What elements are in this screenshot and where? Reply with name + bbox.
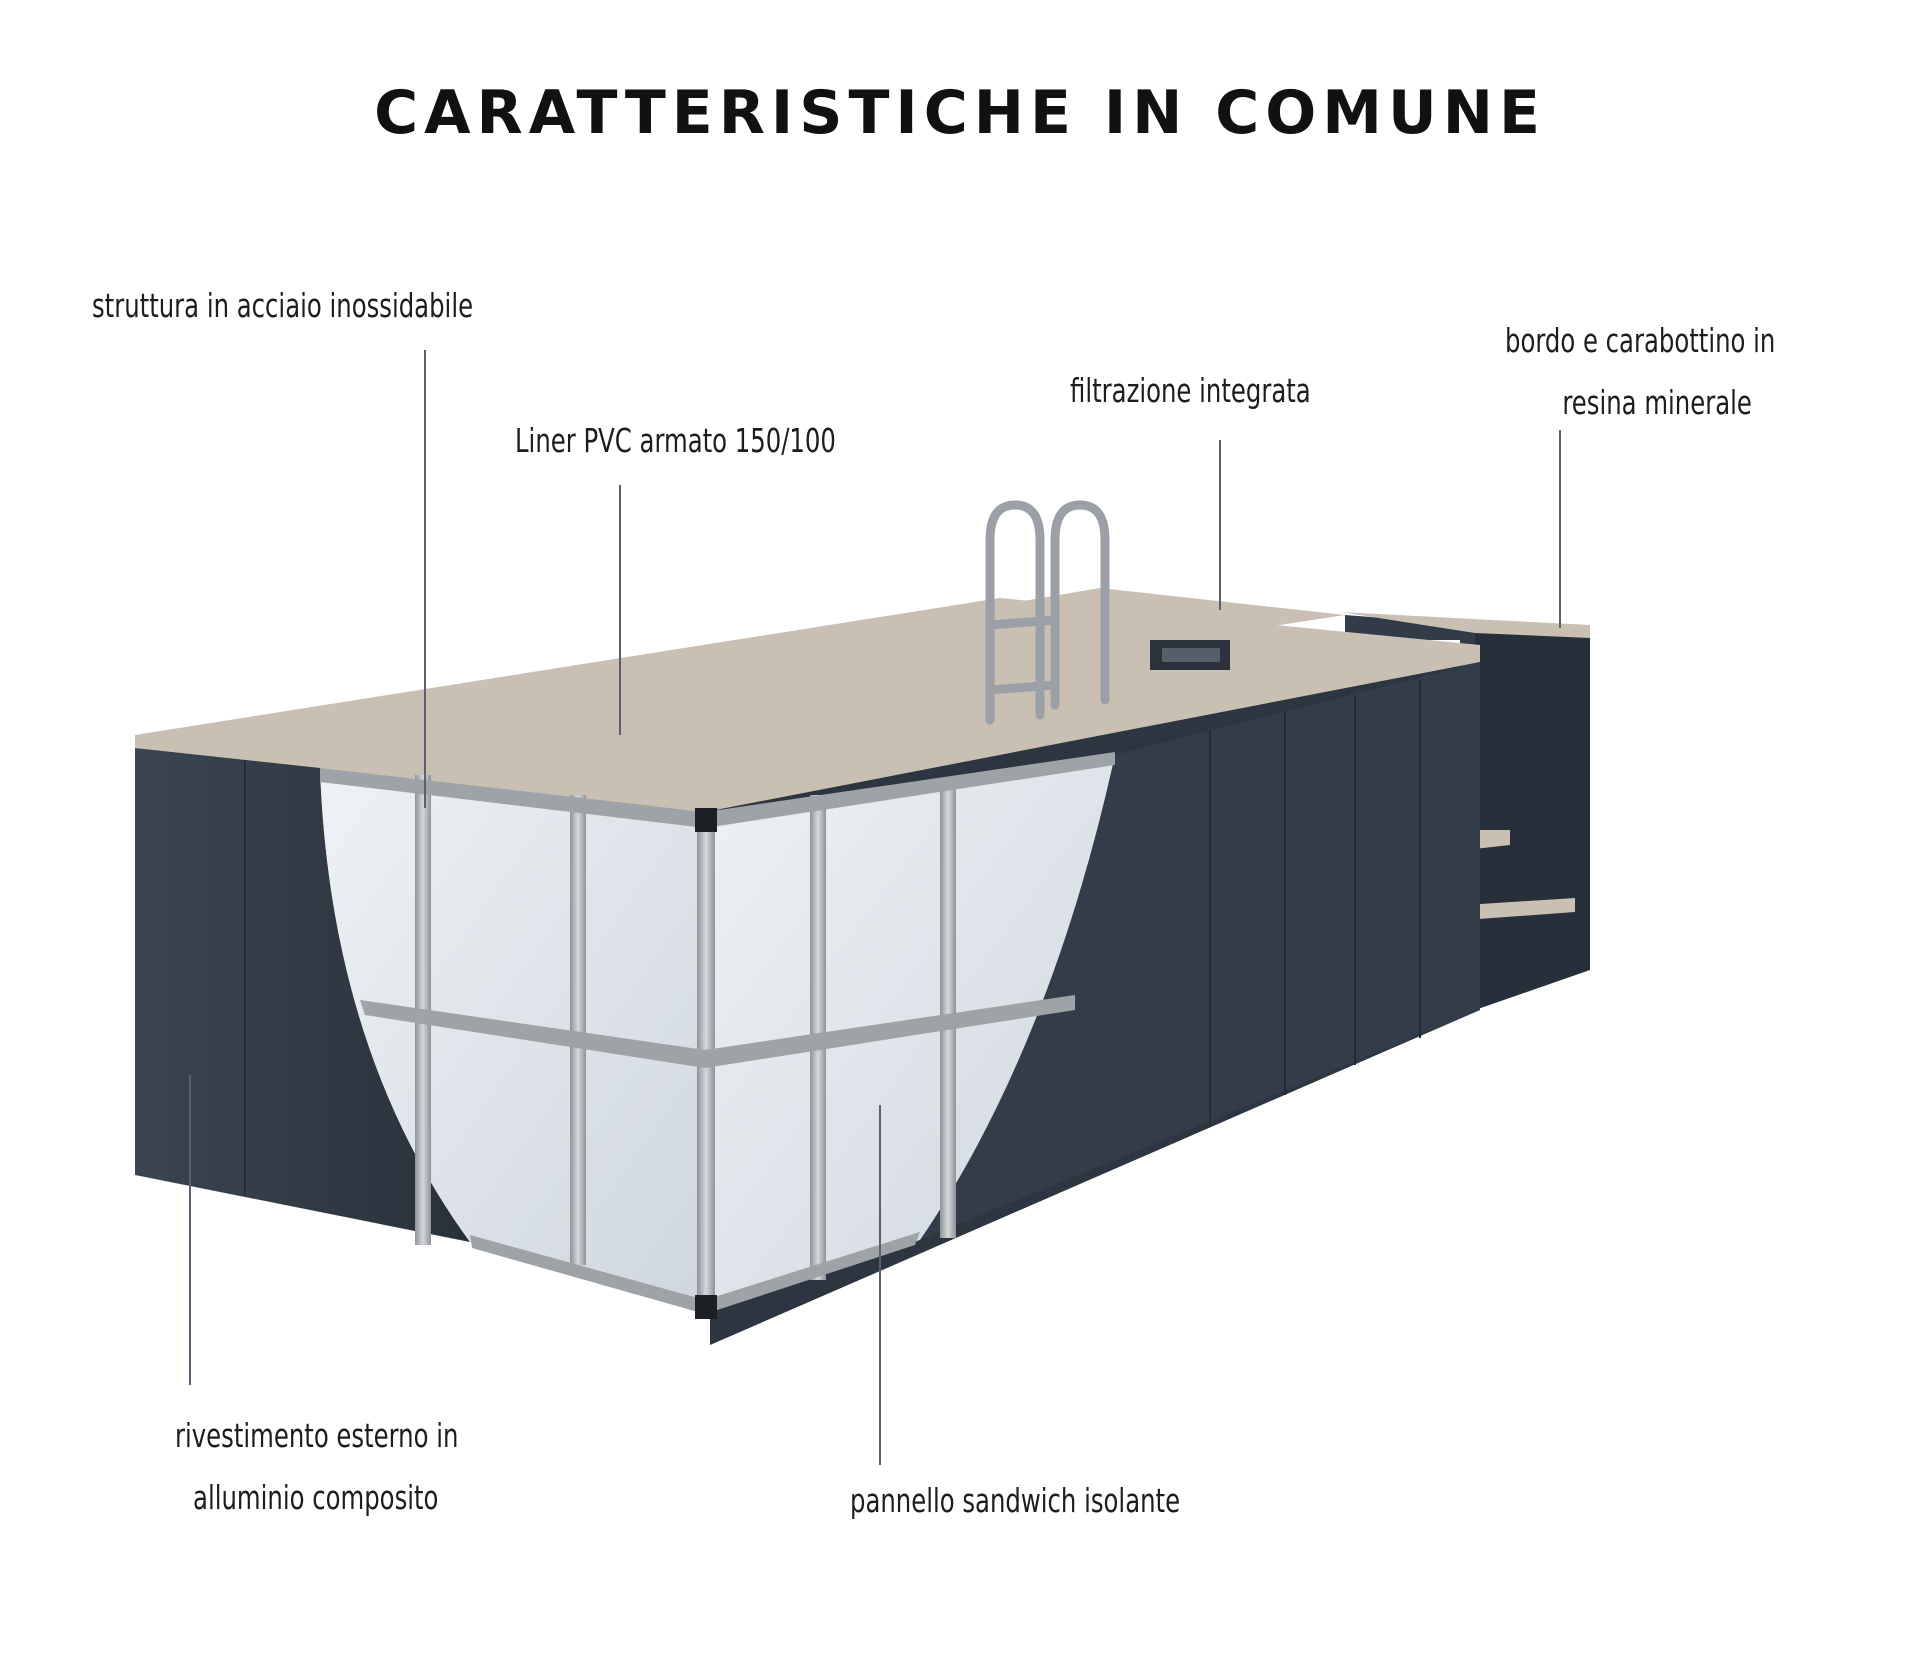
steel-mid-rail <box>360 995 1075 1068</box>
step-box <box>1475 625 1590 1010</box>
sandwich-panel-left <box>320 768 705 1312</box>
label-edge: bordo e carabottino in resina minerale <box>1505 321 1776 422</box>
steel-top-rail <box>320 752 1115 828</box>
step-lower <box>1465 898 1575 920</box>
cladding-front-right <box>920 662 1480 1240</box>
label-liner: Liner PVC armato 150/100 <box>515 421 836 460</box>
corner-post <box>695 808 717 832</box>
label-cladding: rivestimento esterno in alluminio compos… <box>175 1416 459 1517</box>
diagram-title: CARATTERISTICHE IN COMUNE <box>374 78 1546 148</box>
label-structure: struttura in acciaio inossidabile <box>92 286 474 325</box>
ladder <box>985 500 1110 725</box>
leader-lines <box>189 350 1561 1465</box>
step-box-coping <box>1340 612 1590 638</box>
label-panel: pannello sandwich isolante <box>850 1481 1181 1520</box>
label-filtration: filtrazione integrata <box>1070 371 1311 410</box>
cladding-left-side <box>135 748 470 1242</box>
coping-top-edge <box>135 598 1480 812</box>
